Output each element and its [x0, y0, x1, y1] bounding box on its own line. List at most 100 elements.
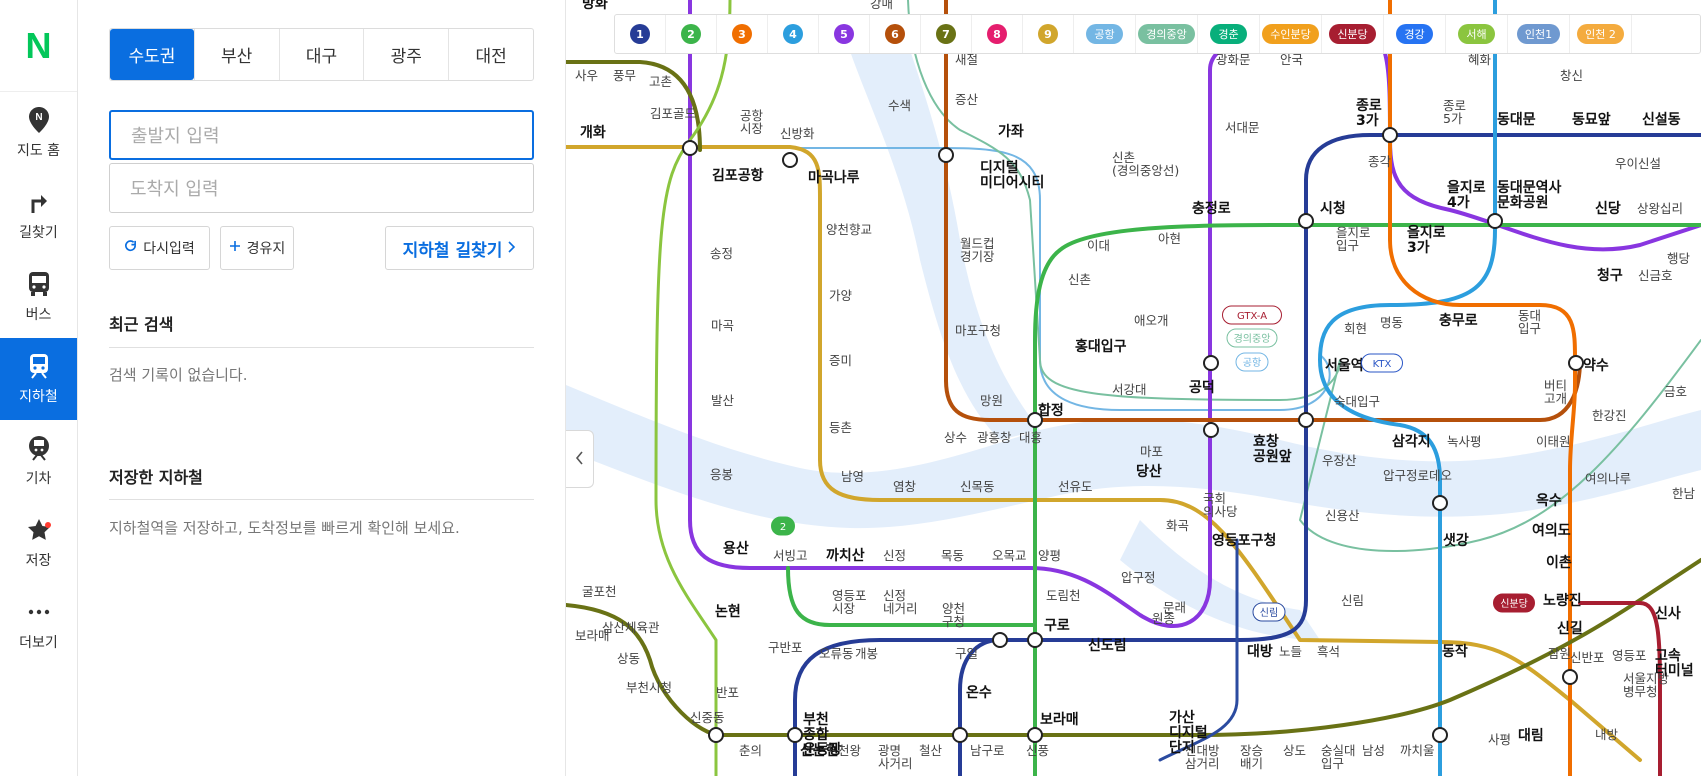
transfer-station-marker[interactable]	[1298, 412, 1314, 428]
line-filter-11[interactable]: 경의중앙	[1136, 15, 1198, 53]
station-label[interactable]: 까치산	[826, 547, 865, 564]
station-label[interactable]: 여의나루	[1585, 471, 1631, 486]
station-label[interactable]: 도림천	[1046, 588, 1081, 603]
collapse-panel-button[interactable]	[566, 430, 594, 488]
nav-item-directions[interactable]: 길찾기	[0, 174, 77, 256]
add-waypoint-button[interactable]: 경유지	[220, 226, 294, 270]
station-label[interactable]: 숙대입구	[1334, 394, 1380, 409]
station-label[interactable]: 방화	[582, 0, 608, 12]
station-label[interactable]: 송정	[710, 246, 733, 261]
station-label[interactable]: 구일	[955, 646, 978, 661]
station-label[interactable]: 새절	[955, 52, 978, 67]
station-label[interactable]: 약수	[1583, 357, 1609, 374]
transfer-station-marker[interactable]	[1382, 127, 1398, 143]
station-label[interactable]: 명동	[1380, 315, 1403, 330]
station-label[interactable]: 공덕	[1189, 379, 1215, 396]
line-filter-17[interactable]: 인천1	[1508, 15, 1570, 53]
station-label[interactable]: 청구	[1597, 268, 1623, 284]
station-label[interactable]: 내방	[1595, 727, 1619, 742]
transfer-station-marker[interactable]	[682, 140, 698, 156]
station-label[interactable]: 옥수	[1536, 493, 1562, 509]
line-filter-2[interactable]: 2	[666, 15, 717, 53]
station-label[interactable]: 마포구청	[955, 323, 1001, 338]
station-label[interactable]: 대흥	[1019, 430, 1042, 445]
station-label[interactable]: 개봉	[855, 646, 878, 661]
station-label[interactable]: 여의도	[1532, 522, 1571, 539]
station-label[interactable]: 아현	[1158, 231, 1181, 246]
line-filter-1[interactable]: 1	[615, 15, 666, 53]
nav-item-subway[interactable]: 지하철	[0, 338, 77, 420]
station-label[interactable]: 한남	[1672, 486, 1696, 501]
station-label[interactable]: 금호	[1664, 384, 1687, 399]
station-label[interactable]: 망원	[980, 393, 1003, 408]
station-label[interactable]: 목동	[941, 548, 964, 563]
tab-region-daejeon[interactable]: 대전	[448, 29, 533, 80]
transfer-station-marker[interactable]	[1432, 495, 1448, 511]
station-label[interactable]: 샛강	[1443, 532, 1469, 549]
nav-item-more[interactable]: 더보기	[0, 584, 77, 666]
station-label[interactable]: 이대	[1087, 238, 1110, 253]
station-label[interactable]: 오류동	[819, 646, 854, 661]
station-label[interactable]: 이태원	[1536, 434, 1571, 449]
line-filter-18[interactable]: 인천 2	[1570, 15, 1632, 53]
station-label[interactable]: 사우	[575, 68, 598, 83]
station-label[interactable]: 노량진	[1543, 592, 1582, 609]
transfer-station-marker[interactable]	[708, 727, 724, 743]
line-filter-4[interactable]: 4	[768, 15, 819, 53]
station-label[interactable]: 신사	[1655, 606, 1681, 622]
station-label[interactable]: 상동	[617, 651, 640, 666]
station-label[interactable]: 등촌	[829, 420, 852, 435]
station-label[interactable]: 영등포	[1612, 648, 1647, 663]
station-label[interactable]: 안국	[1280, 52, 1303, 67]
station-label[interactable]: 김포골드	[650, 106, 696, 121]
station-label[interactable]: 종각	[1368, 154, 1392, 169]
station-label[interactable]: 가좌	[998, 124, 1024, 140]
station-label[interactable]: 문래	[1163, 600, 1186, 615]
station-label[interactable]: 보라매	[575, 628, 610, 643]
station-label[interactable]: 충정로	[1192, 200, 1231, 217]
station-label[interactable]: 남성	[1362, 743, 1385, 758]
nav-item-bus[interactable]: 버스	[0, 256, 77, 338]
station-label[interactable]: 상수	[944, 430, 967, 445]
station-label[interactable]: 신방화	[780, 126, 815, 141]
station-label[interactable]: 신촌	[1068, 272, 1091, 287]
station-label[interactable]: 애오개	[1134, 313, 1169, 328]
station-label[interactable]: 서울역	[1325, 357, 1364, 374]
station-label[interactable]: 신설동	[1642, 112, 1681, 128]
transfer-station-marker[interactable]	[1562, 669, 1578, 685]
station-label[interactable]: 까치울	[1400, 743, 1435, 758]
tab-region-busan[interactable]: 부산	[193, 29, 279, 80]
transfer-station-marker[interactable]	[1432, 727, 1448, 743]
station-label[interactable]: 천왕	[838, 743, 862, 758]
station-label[interactable]: 대림	[1518, 728, 1544, 744]
station-label[interactable]: 광흥창	[977, 430, 1012, 445]
station-label[interactable]: 남영	[841, 469, 864, 484]
transfer-station-marker[interactable]	[1027, 632, 1043, 648]
tab-region-gwangju[interactable]: 광주	[363, 29, 448, 80]
line-filter-3[interactable]: 3	[717, 15, 768, 53]
station-label[interactable]: 대방	[1247, 643, 1273, 660]
station-label[interactable]: 동작	[1442, 643, 1468, 660]
station-label[interactable]: 온수	[966, 685, 992, 701]
station-label[interactable]: 반포	[716, 685, 739, 700]
station-label[interactable]: 증미	[829, 353, 852, 368]
line-filter-9[interactable]: 9	[1023, 15, 1074, 53]
line-filter-8[interactable]: 8	[972, 15, 1023, 53]
transfer-station-marker[interactable]	[1298, 213, 1314, 229]
line-filter-16[interactable]: 서해	[1446, 15, 1508, 53]
station-label[interactable]: 염창	[893, 479, 917, 494]
station-label[interactable]: 신중동	[690, 710, 725, 725]
station-label[interactable]: 마곡나루	[808, 170, 860, 186]
station-label[interactable]: 수색	[888, 98, 911, 113]
